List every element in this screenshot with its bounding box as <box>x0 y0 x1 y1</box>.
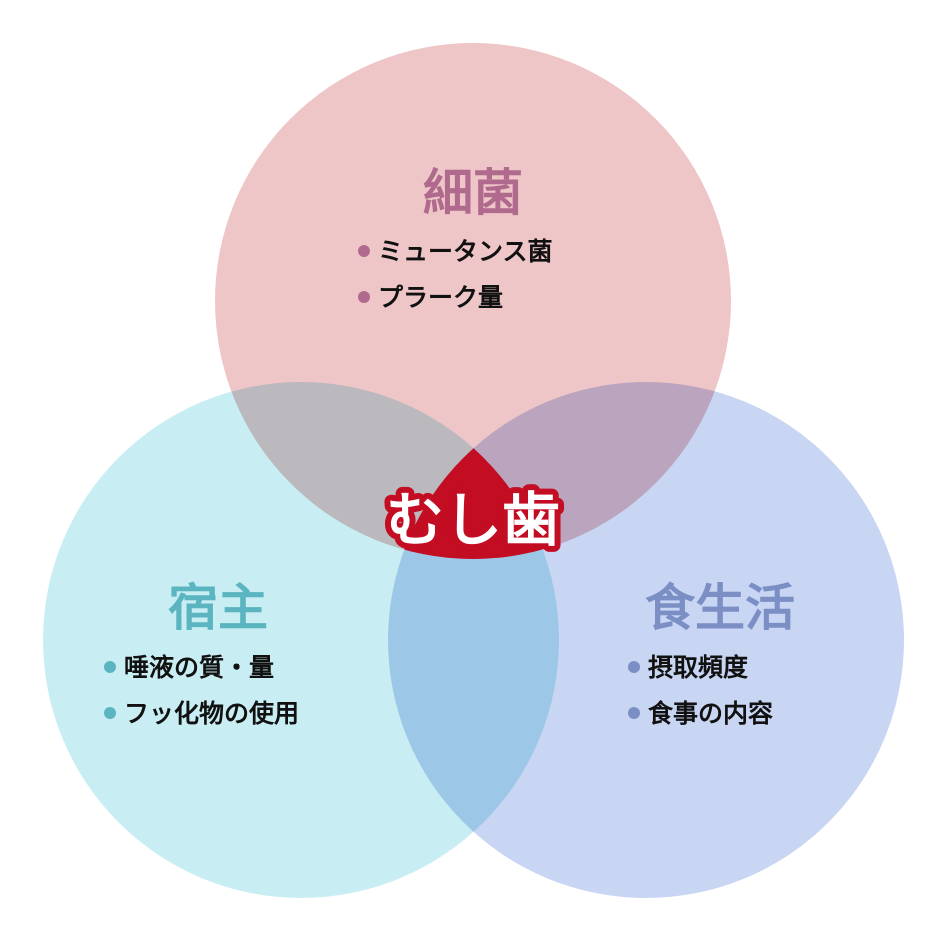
host-item: フッ化物の使用 <box>124 699 299 728</box>
bacteria-item: ミュータンス菌 <box>378 237 553 266</box>
bacteria-item: プラーク量 <box>378 283 503 312</box>
host-item: 唾液の質・量 <box>124 653 274 682</box>
bullet-icon <box>358 245 370 257</box>
diet-title: 食生活 <box>645 579 795 637</box>
bullet-icon <box>104 661 116 673</box>
host-title: 宿主 <box>168 579 268 637</box>
bullet-icon <box>104 707 116 719</box>
center-label: むし歯 <box>386 486 560 554</box>
bullet-icon <box>628 661 640 673</box>
bullet-icon <box>358 291 370 303</box>
bullet-icon <box>628 707 640 719</box>
diet-item: 摂取頻度 <box>648 653 748 682</box>
diet-item: 食事の内容 <box>648 699 773 728</box>
bacteria-title: 細菌 <box>423 164 523 222</box>
